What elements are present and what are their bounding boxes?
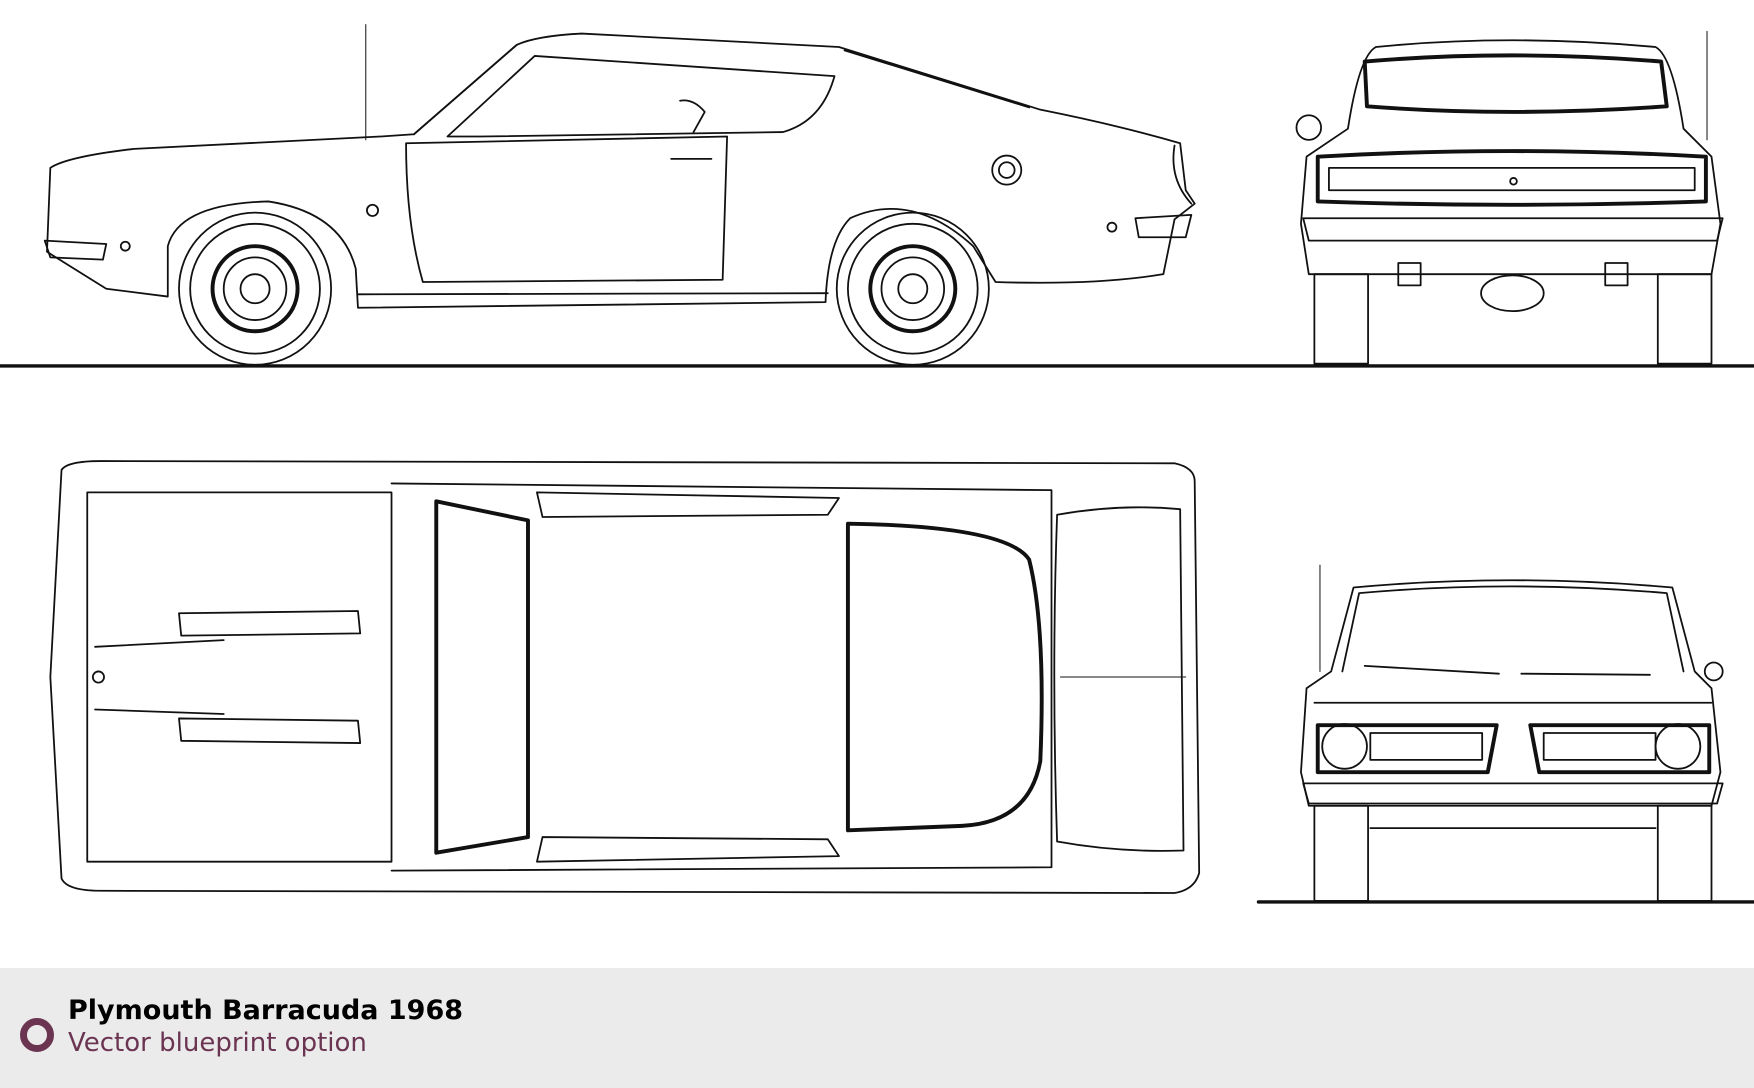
car-blueprint — [0, 24, 1754, 904]
top-view — [49, 460, 1201, 894]
side-view — [43, 32, 1196, 366]
front-view — [1300, 579, 1724, 902]
blueprint-subtitle: Vector blueprint option — [68, 1028, 367, 1058]
front-wheel — [178, 211, 333, 366]
circle-ring-icon — [20, 1018, 54, 1052]
rear-view — [1295, 39, 1724, 365]
caption-bar — [0, 968, 1754, 1088]
rear-wheel — [835, 211, 990, 366]
blueprint-title: Plymouth Barracuda 1968 — [68, 995, 464, 1026]
